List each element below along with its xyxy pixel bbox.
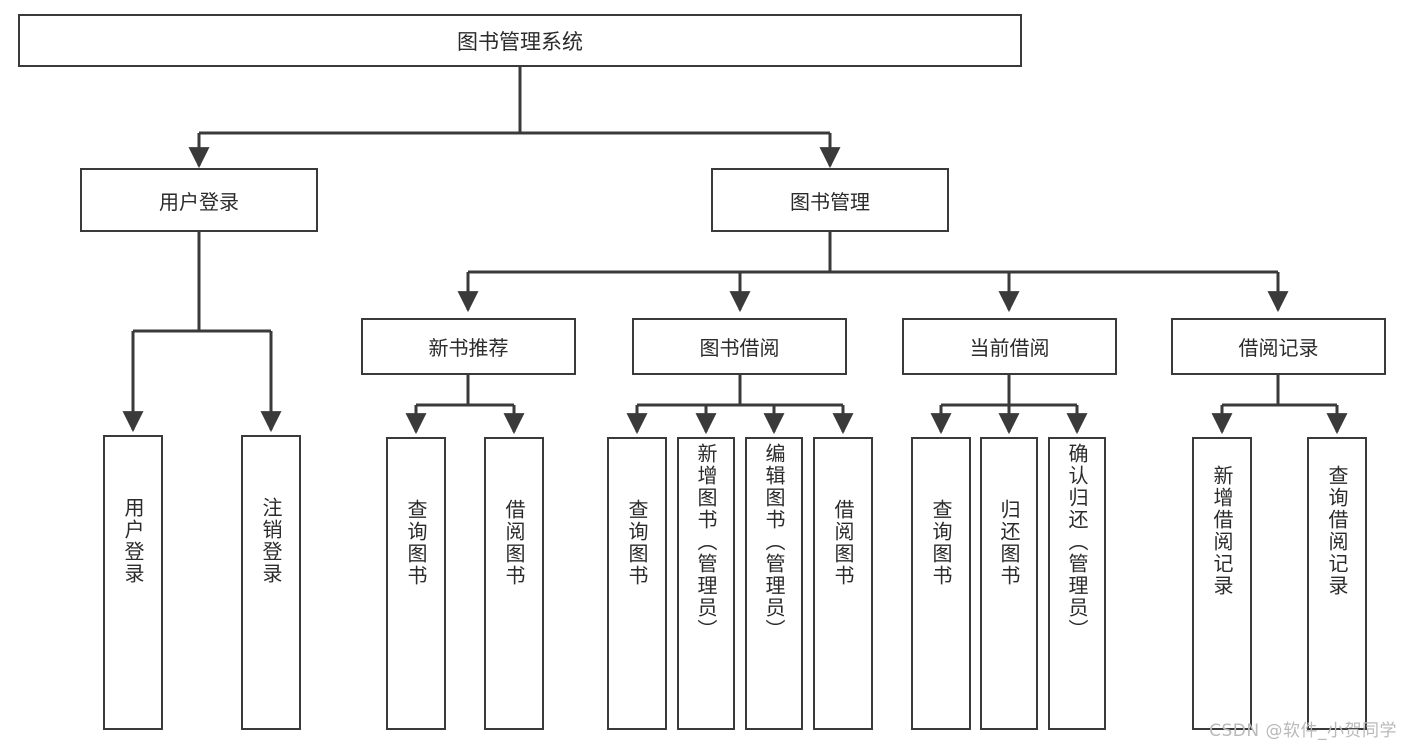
- leaf-query-book-1[interactable]: 查询图书: [386, 437, 446, 730]
- leaf-query-book-2[interactable]: 查询图书: [607, 437, 667, 730]
- node-new-book-rec-label: 新书推荐: [428, 336, 509, 360]
- leaf-user-login-label: 用户登录: [121, 497, 145, 585]
- leaf-query-book-3[interactable]: 查询图书: [911, 437, 971, 730]
- leaf-return-book-label: 归还图书: [997, 499, 1021, 587]
- leaf-borrow-book-2[interactable]: 借阅图书: [813, 437, 873, 730]
- node-book-manage-label: 图书管理: [790, 189, 870, 214]
- leaf-borrow-book-1[interactable]: 借阅图书: [484, 437, 544, 730]
- leaf-add-book[interactable]: 新增图书（管理员）: [677, 437, 735, 730]
- node-user-login[interactable]: 用户登录: [80, 168, 318, 232]
- node-user-login-label: 用户登录: [159, 189, 239, 214]
- node-book-borrow-label: 图书借阅: [699, 336, 780, 360]
- leaf-edit-book[interactable]: 编辑图书（管理员）: [745, 437, 803, 730]
- leaf-borrow-book-1-label: 借阅图书: [502, 499, 526, 587]
- leaf-add-record-label: 新增借阅记录: [1210, 465, 1234, 597]
- leaf-logout[interactable]: 注销登录: [241, 435, 301, 730]
- node-borrow-record-label: 借阅记录: [1238, 336, 1319, 360]
- leaf-return-book[interactable]: 归还图书: [980, 437, 1038, 730]
- leaf-confirm-return[interactable]: 确认归还（管理员）: [1048, 437, 1106, 730]
- leaf-user-login[interactable]: 用户登录: [103, 435, 163, 730]
- csdn-watermark: CSDN @软件_小贺同学: [1209, 721, 1397, 741]
- node-current-borrow-label: 当前借阅: [969, 336, 1050, 360]
- node-book-manage[interactable]: 图书管理: [711, 168, 949, 232]
- leaf-query-record-label: 查询借阅记录: [1325, 465, 1349, 597]
- leaf-query-book-1-label: 查询图书: [404, 499, 428, 587]
- node-current-borrow[interactable]: 当前借阅: [902, 318, 1117, 375]
- leaf-query-book-3-label: 查询图书: [929, 499, 953, 587]
- leaf-edit-book-label: 编辑图书（管理员）: [762, 443, 786, 641]
- leaf-borrow-book-2-label: 借阅图书: [831, 499, 855, 587]
- leaf-logout-label: 注销登录: [259, 497, 283, 585]
- node-book-borrow[interactable]: 图书借阅: [632, 318, 847, 375]
- leaf-add-book-label: 新增图书（管理员）: [694, 443, 718, 641]
- leaf-add-record[interactable]: 新增借阅记录: [1192, 437, 1252, 730]
- leaf-query-book-2-label: 查询图书: [625, 499, 649, 587]
- node-new-book-rec[interactable]: 新书推荐: [361, 318, 576, 375]
- leaf-confirm-return-label: 确认归还（管理员）: [1065, 443, 1089, 641]
- leaf-query-record[interactable]: 查询借阅记录: [1307, 437, 1367, 730]
- node-borrow-record[interactable]: 借阅记录: [1171, 318, 1386, 375]
- node-root-label: 图书管理系统: [457, 29, 583, 54]
- node-root[interactable]: 图书管理系统: [18, 14, 1022, 67]
